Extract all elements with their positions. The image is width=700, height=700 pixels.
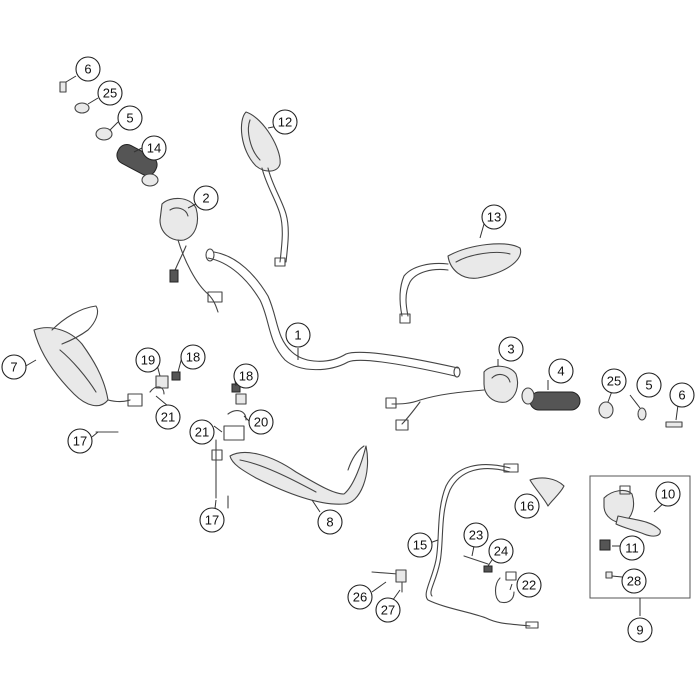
callout-26: 26 — [347, 584, 373, 610]
callout-19: 19 — [135, 347, 161, 373]
callout-28: 28 — [621, 568, 647, 594]
svg-text:1: 1 — [294, 328, 301, 343]
svg-text:22: 22 — [522, 578, 536, 593]
svg-text:19: 19 — [141, 353, 155, 368]
callout-21-left: 21 — [155, 404, 181, 430]
svg-text:24: 24 — [494, 544, 508, 559]
callout-22: 22 — [516, 572, 542, 598]
callout-16: 16 — [514, 493, 540, 519]
callout-3: 3 — [498, 336, 524, 362]
svg-text:17: 17 — [205, 513, 219, 528]
left-grip-part — [116, 143, 159, 187]
svg-text:17: 17 — [73, 434, 87, 449]
svg-text:20: 20 — [254, 415, 268, 430]
callout-27: 27 — [375, 597, 401, 623]
callout-12: 12 — [272, 109, 298, 135]
svg-text:8: 8 — [326, 515, 333, 530]
svg-text:23: 23 — [469, 528, 483, 543]
callout-20: 20 — [248, 409, 274, 435]
callout-18-right: 18 — [233, 363, 259, 389]
callout-25-right: 25 — [601, 368, 627, 394]
svg-text:3: 3 — [507, 342, 514, 357]
cable-boot-part — [529, 477, 565, 507]
callout-11: 11 — [619, 535, 645, 561]
svg-text:13: 13 — [487, 210, 501, 225]
clutch-cable-part — [425, 463, 539, 629]
callout-24: 24 — [488, 538, 514, 564]
svg-text:18: 18 — [239, 369, 253, 384]
callout-14: 14 — [141, 135, 167, 161]
svg-text:25: 25 — [607, 374, 621, 389]
svg-text:26: 26 — [353, 590, 367, 605]
right-grip-part — [521, 387, 581, 411]
svg-text:28: 28 — [627, 574, 641, 589]
right-handguard-part — [229, 445, 369, 505]
svg-text:10: 10 — [661, 487, 675, 502]
right-mirror-part — [399, 243, 522, 324]
callout-23: 23 — [463, 522, 489, 548]
callout-1: 1 — [285, 322, 311, 348]
svg-text:12: 12 — [278, 115, 292, 130]
callout-13: 13 — [481, 204, 507, 230]
callout-25-left: 25 — [97, 80, 123, 106]
callout-2: 2 — [193, 185, 219, 211]
svg-text:16: 16 — [520, 499, 534, 514]
left-mirror-part — [240, 111, 289, 267]
svg-text:4: 4 — [557, 364, 564, 379]
svg-text:18: 18 — [186, 350, 200, 365]
callout-10: 10 — [655, 481, 681, 507]
cable-bracket-hardware — [463, 555, 517, 604]
right-bar-end-hardware — [598, 401, 683, 428]
callout-17-right: 17 — [199, 507, 225, 533]
svg-text:14: 14 — [147, 141, 161, 156]
svg-text:25: 25 — [103, 86, 117, 101]
handlebar-part — [205, 248, 461, 378]
svg-text:27: 27 — [381, 603, 395, 618]
svg-text:11: 11 — [625, 541, 639, 556]
left-handguard-part — [33, 305, 143, 407]
svg-text:9: 9 — [636, 623, 643, 638]
svg-text:5: 5 — [645, 378, 652, 393]
callout-6-left: 6 — [75, 56, 101, 82]
svg-text:6: 6 — [678, 388, 685, 403]
svg-text:21: 21 — [161, 410, 175, 425]
left-switch-part — [159, 197, 223, 313]
callout-5-right: 5 — [636, 372, 662, 398]
left-bar-end-hardware — [59, 81, 113, 141]
right-switch-part — [385, 365, 519, 431]
callout-15: 15 — [407, 532, 433, 558]
svg-text:21: 21 — [195, 425, 209, 440]
svg-text:6: 6 — [84, 62, 91, 77]
callout-21-right: 21 — [189, 419, 215, 445]
svg-text:15: 15 — [413, 538, 427, 553]
clutch-lever-part — [599, 485, 661, 579]
callout-4: 4 — [548, 358, 574, 384]
switch-bracket-hardware — [371, 569, 407, 593]
callout-7: 7 — [1, 354, 27, 380]
callout-17-left: 17 — [67, 428, 93, 454]
svg-text:5: 5 — [126, 111, 133, 126]
callout-5-left: 5 — [117, 105, 143, 131]
callout-18-left: 18 — [180, 344, 206, 370]
handguard-clamp-hardware — [95, 371, 247, 509]
callout-6-right: 6 — [669, 382, 695, 408]
callout-9: 9 — [627, 617, 653, 643]
svg-text:7: 7 — [10, 360, 17, 375]
callout-8: 8 — [317, 509, 343, 535]
svg-text:2: 2 — [202, 191, 209, 206]
